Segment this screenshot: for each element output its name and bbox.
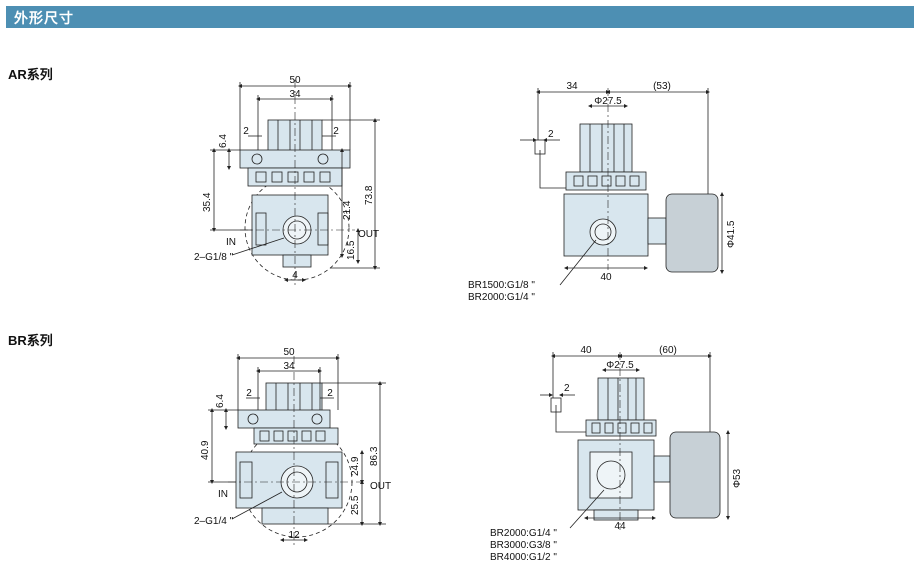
- ar-side-knob: [579, 123, 633, 173]
- ar-front-port-in: IN: [226, 237, 236, 248]
- br-front-dim-slot-right: 2: [327, 388, 333, 399]
- br-front-dim-slot-left: 2: [246, 388, 252, 399]
- br-side-gauge-port-3: BR4000:G1/2 ": [490, 552, 557, 563]
- br-side-dim-gauge: Φ53: [732, 468, 743, 488]
- br-side-labels: 40 (60) Φ27.5 2 Φ53 44 BR2000:G1/4 " BR3…: [490, 345, 743, 563]
- br-front-port-out: OUT: [370, 481, 391, 492]
- br-side-gauge: [669, 431, 721, 519]
- br-front-dim-hole: 6.4: [215, 394, 226, 408]
- ar-front-port-out: OUT: [358, 229, 379, 240]
- br-front-thread: 2–G1/4 ": [194, 516, 234, 527]
- ar-side-gauge-port-2: BR2000:G1/4 ": [468, 292, 535, 303]
- header-bar: 外形尺寸: [6, 6, 914, 28]
- br-side-dim-body: 44: [614, 521, 626, 532]
- ar-side-dim-offset: 34: [566, 81, 578, 92]
- br-series-label: BR系列: [8, 333, 53, 348]
- br-front-dim-total: 86.3: [369, 446, 380, 466]
- ar-front-dim-bottom: 4: [292, 270, 298, 281]
- br-front-labels: 50 34 2 2 6.4 40.9 24.9 25.5 86.3 12 IN …: [194, 347, 391, 541]
- br-front-dim-lower: 25.5: [350, 495, 361, 515]
- br-front-dim-bottom: 12: [288, 530, 300, 541]
- ar-side-gauge: [665, 193, 719, 273]
- br-side-knob: [597, 377, 645, 421]
- ar-front-dim-slot-right: 2: [333, 126, 339, 137]
- br-front-dim-upper: 40.9: [200, 440, 211, 460]
- ar-side-gauge-port-1: BR1500:G1/8 ": [468, 280, 535, 291]
- br-front-port-in: IN: [218, 489, 228, 500]
- br-side-dim-knob: Φ27.5: [606, 360, 634, 371]
- ar-side-port: [589, 218, 617, 246]
- header-title: 外形尺寸: [14, 10, 74, 26]
- ar-side-dim-body: 40: [600, 272, 612, 283]
- ar-front-dim-hole: 6.4: [218, 134, 229, 148]
- ar-front-dashed-circle: [244, 175, 350, 281]
- ar-front-dim-center: 21.4: [342, 200, 353, 220]
- br-front-dim-width: 50: [283, 347, 295, 358]
- ar-series-label: AR系列: [8, 67, 53, 82]
- br-side-gauge-port-1: BR2000:G1/4 ": [490, 528, 557, 539]
- ar-front-dim-inner: 34: [289, 89, 301, 100]
- br-front-panel: [237, 409, 331, 429]
- ar-front-view: [210, 80, 380, 285]
- ar-front-dim-total: 73.8: [364, 185, 375, 205]
- ar-front-thread: 2–G1/8 ": [194, 252, 234, 263]
- ar-side-dim-gauge: Φ41.5: [726, 220, 737, 248]
- br-front-dim-inner: 34: [283, 361, 295, 372]
- br-front-view: [208, 354, 386, 545]
- ar-side-dim-knob: Φ27.5: [594, 96, 622, 107]
- ar-front-dim-width: 50: [289, 75, 301, 86]
- br-side-dim-offset: 40: [580, 345, 592, 356]
- ar-front-dim-slot-left: 2: [243, 126, 249, 137]
- ar-front-dim-lower: 16.5: [346, 240, 357, 260]
- br-side-dim-gauge-offset: (60): [659, 345, 677, 356]
- ar-side-dim-panel: 2: [548, 129, 554, 140]
- br-side-view: [540, 352, 730, 530]
- br-side-gauge-port-2: BR3000:G3/8 ": [490, 540, 557, 551]
- ar-side-dim-gauge-offset: (53): [653, 81, 671, 92]
- ar-front-labels: 50 34 2 2 6.4 35.4 21.4 16.5 73.8 4 IN O…: [194, 75, 379, 281]
- ar-side-view: [520, 88, 724, 286]
- ar-front-dim-upper: 35.4: [202, 192, 213, 212]
- br-side-dim-panel: 2: [564, 383, 570, 394]
- br-front-dim-center: 24.9: [350, 456, 361, 476]
- ar-side-labels: 34 (53) Φ27.5 2 Φ41.5 40 BR1500:G1/8 " B…: [468, 81, 737, 303]
- br-side-port: [596, 460, 626, 490]
